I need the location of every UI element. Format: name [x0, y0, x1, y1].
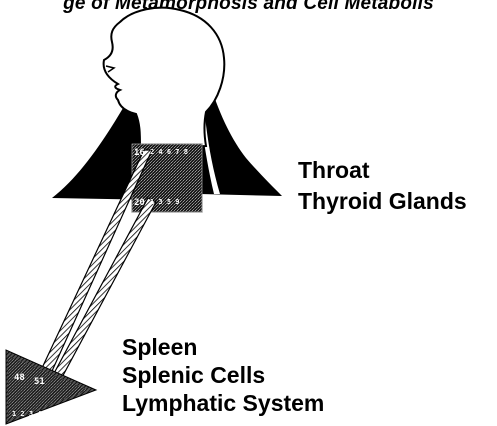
spleen-label-line-1: Spleen: [122, 333, 324, 361]
throat-top-left-number: 16: [134, 148, 145, 158]
spleen-left-number: 48: [14, 373, 25, 383]
throat-label-line-1: Throat: [298, 155, 467, 186]
throat-label-block: Throat Thyroid Glands: [298, 155, 467, 217]
spleen-label-line-2: Splenic Cells: [122, 361, 324, 389]
spleen-right-number: 51: [34, 377, 45, 387]
spleen-label-line-3: Lymphatic System: [122, 389, 324, 417]
throat-bottom-left-number: 20: [134, 198, 145, 208]
spleen-bottom-codes: 1 2 3 4 5: [12, 410, 50, 418]
throat-bottom-codes: 1 3 5 9: [150, 198, 180, 206]
throat-top-codes: 2 4 6 7 8: [150, 148, 188, 156]
spleen-label-block: Spleen Splenic Cells Lymphatic System: [122, 333, 324, 417]
throat-label-line-2: Thyroid Glands: [298, 186, 467, 217]
